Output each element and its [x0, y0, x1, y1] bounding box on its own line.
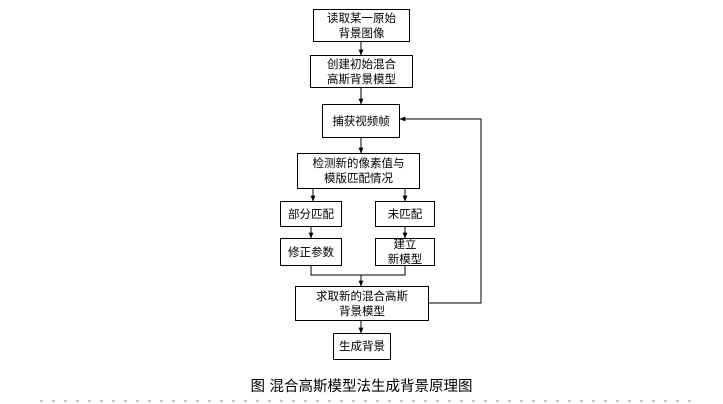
feedback-loop-arrow [399, 116, 482, 304]
merge-line [310, 266, 406, 276]
bottom-dotted-artifact [40, 400, 700, 402]
node-detect-pixel-match: 检测新的像素值与 模版匹配情况 [297, 153, 420, 189]
node-generate-background: 生成背景 [333, 333, 391, 360]
node-correct-parameters: 修正参数 [280, 238, 342, 266]
figure-caption: 图 混合高斯模型法生成背景原理图 [250, 379, 473, 395]
node-build-new-model: 建立 新模型 [375, 237, 435, 266]
node-partial-match: 部分匹配 [280, 201, 342, 227]
node-create-initial-model: 创建初始混合 高斯背景模型 [310, 55, 413, 88]
node-capture-video-frame: 捕获视频帧 [322, 104, 400, 138]
node-no-match: 未匹配 [375, 201, 435, 227]
node-read-original-image: 读取某一原始 背景图像 [313, 9, 410, 42]
node-compute-new-model: 求取新的混合高斯 背景模型 [295, 286, 429, 321]
